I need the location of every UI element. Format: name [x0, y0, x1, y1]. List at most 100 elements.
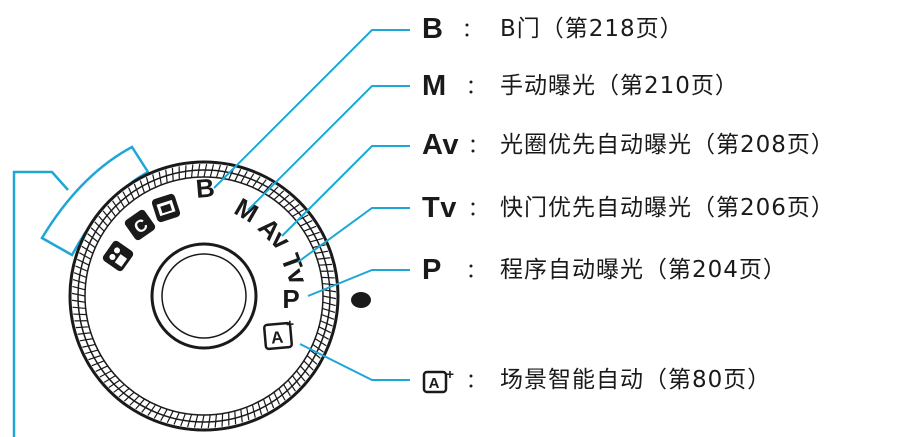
knurl-tick — [107, 205, 117, 217]
knurl-tick — [108, 379, 121, 388]
knurl-tick — [187, 414, 193, 428]
knurl-tick — [123, 391, 135, 402]
knurl-tick — [71, 299, 86, 303]
knurl-tick — [76, 258, 90, 266]
knurl-tick — [278, 388, 286, 401]
leader-p — [307, 269, 410, 297]
knurl-tick — [75, 326, 90, 329]
mode-symbol-p: P — [422, 254, 442, 286]
knurl-tick — [273, 392, 280, 405]
knurl-tick — [72, 285, 86, 291]
knurl-tick — [283, 384, 291, 397]
knurl-tick — [165, 169, 168, 183]
knurl-tick — [79, 252, 92, 260]
knurl-tick — [173, 412, 180, 425]
mode-colon: ： — [466, 74, 486, 98]
leader-b — [213, 29, 410, 189]
knurl-tick — [72, 279, 86, 285]
knurl-tick — [113, 383, 125, 393]
dial-hub — [150, 242, 258, 350]
svg-text:+: + — [446, 367, 454, 382]
knurl-tick — [147, 404, 157, 416]
mode-symbol-av: Av — [422, 129, 459, 161]
group-bracket-line — [12, 170, 69, 437]
mode-description-scene-auto: 场景智能自动（第80页） — [500, 367, 772, 393]
mode-symbol-m: M — [422, 70, 447, 102]
knurl-tick — [84, 239, 96, 249]
dial-hub-inner — [161, 253, 247, 339]
knurl-tick — [214, 414, 218, 428]
knurl-tick — [112, 200, 121, 213]
mode-description-b: B门（第218页） — [500, 16, 684, 42]
mode-colon: ： — [466, 368, 486, 392]
knurl-tick — [94, 221, 105, 232]
knurl-tick — [203, 163, 208, 178]
knurl-tick — [268, 395, 275, 409]
knurl-tick — [306, 231, 320, 238]
knurl-tick — [320, 320, 333, 327]
creative-auto-icon: C — [124, 209, 156, 241]
knurl-tick — [306, 355, 318, 365]
leader-a — [299, 343, 410, 381]
svg-text:A: A — [270, 328, 284, 348]
mode-colon: ： — [466, 258, 486, 282]
knurl-tick — [209, 164, 215, 178]
knurl-tick — [240, 409, 243, 423]
dial-scene-icons: C — [102, 193, 181, 272]
knurl-tick — [171, 167, 174, 182]
knurl-tick — [291, 375, 301, 387]
knurl-tick — [87, 233, 99, 243]
knurl-tick — [316, 332, 329, 340]
knurl-tick — [322, 301, 336, 307]
knurl-tick — [251, 176, 261, 188]
knurl-tick — [166, 410, 174, 424]
knurl-tick — [312, 343, 324, 353]
knurl-tick — [222, 165, 228, 179]
knurl-tick — [292, 209, 305, 217]
dial-scene-auto-icon: A + — [263, 316, 295, 351]
knurl-tick — [153, 406, 162, 419]
knurl-tick — [145, 177, 151, 191]
knurl-tick — [139, 180, 146, 194]
dial-knurl — [71, 163, 337, 429]
knurl-tick — [278, 194, 290, 204]
knurl-tick — [79, 338, 94, 342]
knurl-tick — [309, 237, 323, 243]
knurl-tick — [268, 186, 279, 197]
knurl-tick — [246, 173, 255, 186]
leader-av — [281, 145, 410, 237]
knurl-tick — [299, 365, 310, 377]
dial-mark-p: P — [282, 284, 299, 314]
knurl-tick — [318, 263, 333, 266]
scene-icon — [151, 193, 181, 223]
knurl-tick — [75, 265, 88, 272]
knurl-tick — [200, 414, 205, 429]
knurl-tick — [287, 204, 300, 213]
mode-description-av: 光圈优先自动曝光（第208页） — [500, 132, 835, 158]
knurl-tick — [234, 168, 242, 182]
knurl-tick — [303, 225, 317, 232]
knurl-tick — [257, 179, 267, 191]
knurl-tick — [81, 245, 94, 254]
knurl-tick — [95, 365, 108, 372]
knurl-tick — [322, 282, 336, 286]
knurl-tick — [117, 195, 125, 208]
leader-tv — [297, 207, 410, 263]
knurl-tick — [190, 164, 194, 178]
knurl-tick — [184, 165, 187, 179]
knurl-tick — [180, 413, 186, 427]
knurl-tick — [283, 199, 295, 209]
knurl-tick — [99, 370, 112, 378]
knurl-tick — [287, 379, 296, 392]
knurl-tick — [309, 349, 321, 359]
knurl-tick — [133, 183, 140, 197]
mode-colon: ： — [468, 133, 488, 157]
knurl-tick — [122, 191, 130, 204]
knurl-tick — [257, 401, 263, 415]
knurl-tick — [82, 343, 96, 348]
knurl-tick — [314, 250, 329, 254]
knurl-tick — [221, 413, 224, 427]
mode-colon: ： — [468, 196, 488, 220]
knurl-tick — [129, 395, 140, 406]
knurl-tick — [246, 406, 250, 421]
